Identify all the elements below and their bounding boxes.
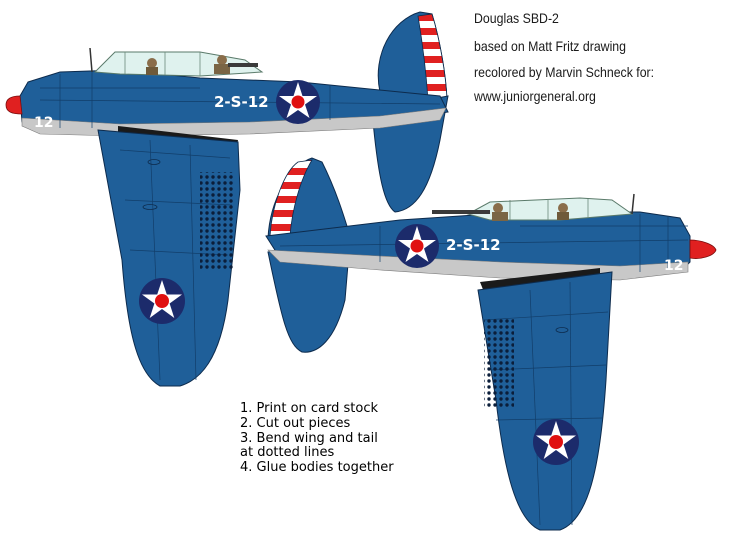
upper-gun <box>228 63 258 67</box>
upper-fuselage-roundel <box>276 80 320 124</box>
upper-wing-roundel <box>139 278 185 324</box>
aircraft-lower: 12 2-S-12 <box>265 157 717 531</box>
instruction-step-2: 2. Cut out pieces <box>240 416 351 431</box>
lower-nose-number: 12 <box>664 258 683 274</box>
credit-line-recolor: recolored by Marvin Schneck for: <box>474 64 655 80</box>
lower-gunner <box>493 203 503 213</box>
lower-gun <box>432 210 490 214</box>
upper-dive-brake <box>200 172 234 270</box>
lower-dive-brake <box>484 318 514 408</box>
lower-code-label: 2-S-12 <box>446 236 501 254</box>
lower-tail-cone <box>267 239 351 353</box>
lower-spinner <box>689 239 717 259</box>
instruction-step-4: 4. Glue bodies together <box>240 460 394 475</box>
upper-gunner <box>217 55 227 65</box>
upper-code-label: 2-S-12 <box>214 93 269 111</box>
instruction-step-3: 3. Bend wing and tail <box>240 431 378 446</box>
lower-wing-roundel <box>533 419 579 465</box>
instruction-step-3-cont: at dotted lines <box>240 445 335 460</box>
model-title: Douglas SBD-2 <box>474 10 559 26</box>
upper-pilot <box>147 58 157 68</box>
upper-nose-number: 12 <box>34 115 53 131</box>
credit-line-drawing: based on Matt Fritz drawing <box>474 38 627 54</box>
instruction-step-1: 1. Print on card stock <box>240 401 379 416</box>
aircraft-upper: 12 2-S-12 <box>5 11 449 387</box>
lower-pilot <box>558 203 568 213</box>
lower-fuselage-roundel <box>395 224 439 268</box>
site-link[interactable]: www.juniorgeneral.org <box>474 88 596 104</box>
upper-spinner <box>5 95 23 115</box>
lower-tail-stripes <box>269 159 313 237</box>
